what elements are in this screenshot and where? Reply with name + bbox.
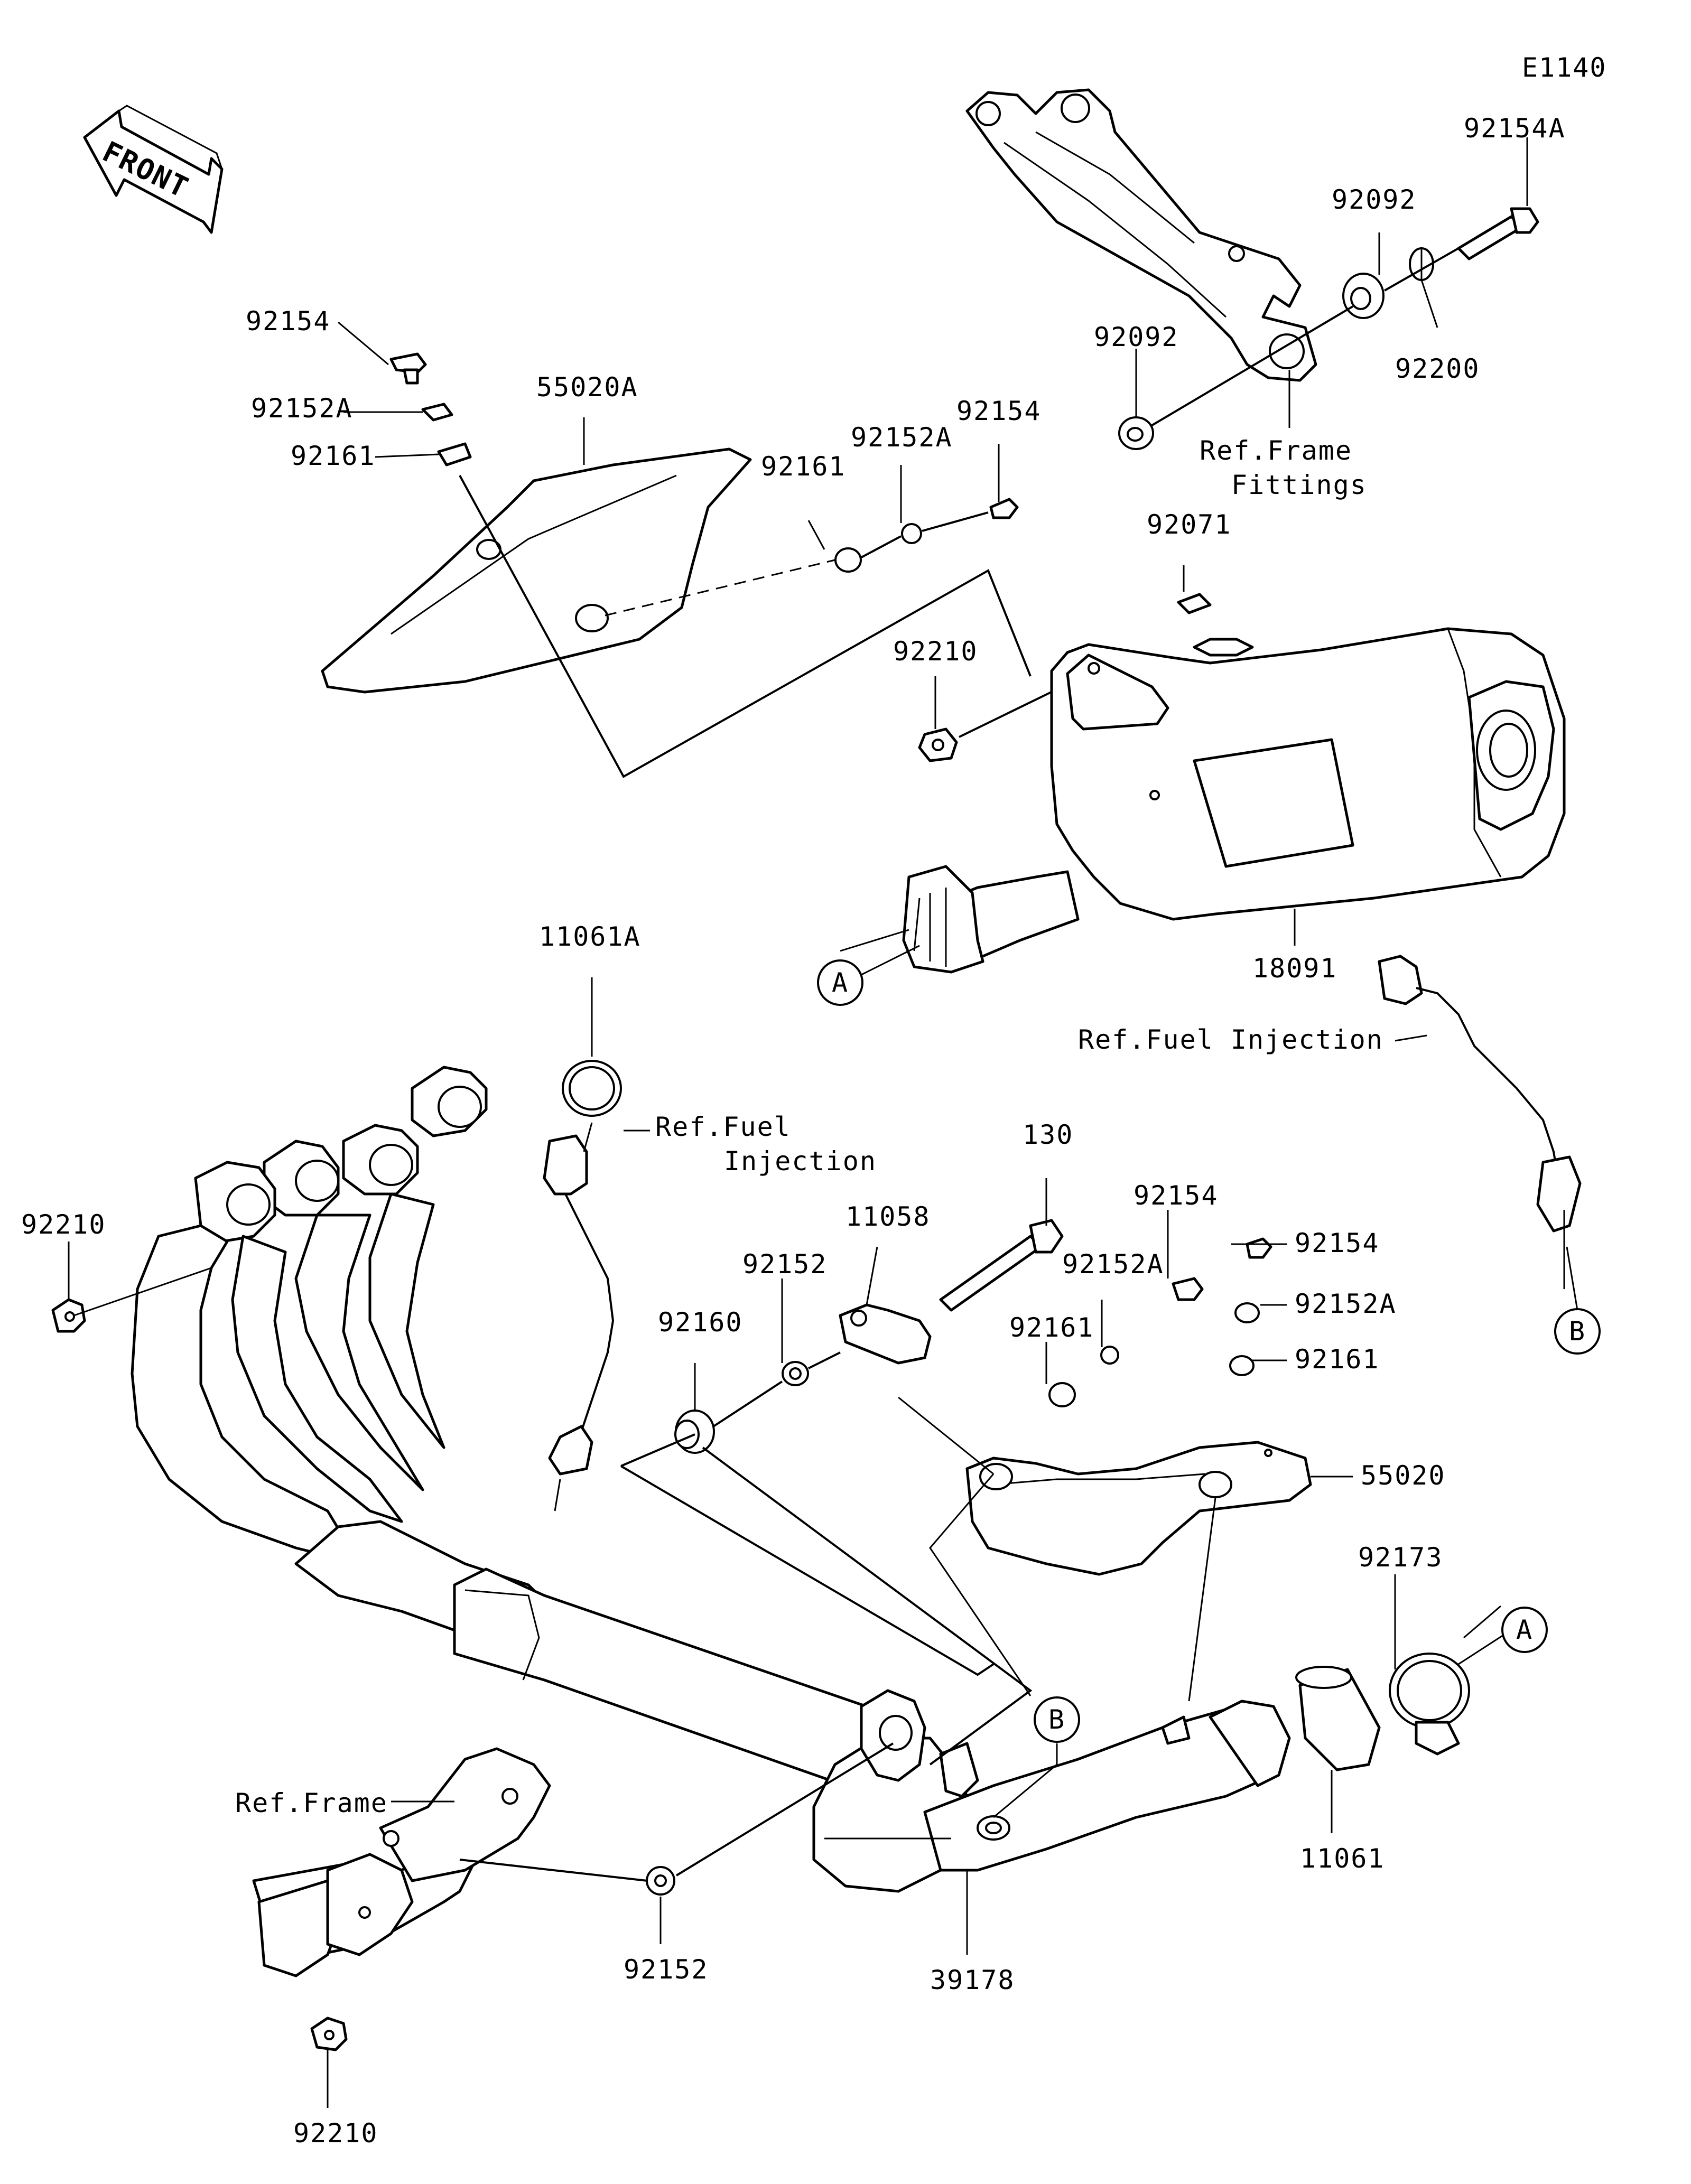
- diagram-code: E1140: [1522, 52, 1607, 83]
- callout-55020: 55020: [1361, 1460, 1446, 1491]
- heat-cover-55020: [965, 1441, 1312, 1576]
- washer-92152A-mid: [901, 523, 922, 544]
- connector-b-right: B: [1554, 1308, 1601, 1355]
- callout-39178: 39178: [930, 1965, 1015, 1995]
- bracket-11058: [839, 1303, 932, 1365]
- clamp-92173: [1389, 1653, 1470, 1756]
- callout-11061A: 11061A: [539, 921, 641, 952]
- callout-92152A-mid: 92152A: [851, 422, 953, 453]
- screw-92154-rr: [1246, 1237, 1272, 1259]
- callout-ref-fuel-injection-r: Ref.Fuel Injection: [1078, 1024, 1383, 1055]
- grommet-92161-tl: [437, 442, 472, 466]
- callout-92154-r: 92154: [1133, 1180, 1219, 1211]
- connector-a-top: A: [817, 959, 863, 1006]
- grommet-92160: [674, 1410, 715, 1454]
- muffler-18091: [1050, 627, 1566, 921]
- connector-a-bottom: A: [1501, 1607, 1548, 1653]
- header-hanger-bracket: [860, 1689, 979, 1798]
- washer-92152A-rr: [1234, 1302, 1260, 1323]
- screw-92154-tl: [389, 352, 427, 385]
- callout-92071: 92071: [1147, 509, 1232, 540]
- callout-130: 130: [1023, 1119, 1073, 1150]
- leader-lines: [68, 137, 1565, 2108]
- grommet-92092-mid: [1118, 416, 1154, 450]
- heat-cover-55020A: [321, 447, 752, 694]
- frame-bracket-top: [965, 88, 1317, 382]
- callout-92161-r: 92161: [1009, 1312, 1094, 1343]
- callout-92160: 92160: [658, 1307, 743, 1338]
- callout-ref-frame-fittings-2: Fittings: [1231, 470, 1367, 500]
- nut-92210-bot: [310, 2017, 348, 2051]
- callout-92173: 92173: [1358, 1542, 1443, 1573]
- nut-92210-mid: [918, 727, 958, 762]
- callout-ref-frame: Ref.Frame: [235, 1788, 388, 1818]
- callout-92210-mid: 92210: [893, 636, 978, 667]
- callout-92152A-rr: 92152A: [1295, 1289, 1397, 1319]
- callout-92154-tl: 92154: [246, 306, 331, 337]
- callout-92092-mid: 92092: [1094, 322, 1179, 352]
- exhaust-header-pipes: [131, 1066, 942, 1808]
- connector-b-mid: B: [1034, 1696, 1080, 1743]
- callout-11061: 11061: [1300, 1843, 1385, 1874]
- grommet-92161-r: [1048, 1382, 1076, 1407]
- washer-92152A-r: [1100, 1346, 1119, 1365]
- callout-92152A-tl: 92152A: [251, 393, 353, 424]
- bolt-130: [939, 1219, 1064, 1312]
- callout-92154A: 92154A: [1464, 113, 1566, 144]
- callout-92200: 92200: [1395, 353, 1480, 384]
- nut-92210-left: [51, 1298, 86, 1333]
- front-arrow-icon: FRONT: [83, 105, 224, 234]
- callout-ref-fuel-2: Injection: [724, 1146, 877, 1177]
- callout-92092-top: 92092: [1332, 184, 1417, 215]
- collar-92152-mid: [782, 1361, 809, 1386]
- callout-92154-rr: 92154: [1295, 1228, 1380, 1258]
- callout-ref-fuel-1: Ref.Fuel: [655, 1112, 791, 1142]
- bolt-92154A: [1457, 207, 1539, 260]
- grommet-92161-mid: [834, 547, 862, 573]
- sleeve-11061: [1295, 1666, 1381, 1771]
- callout-92161-mid: 92161: [761, 451, 846, 482]
- svg-text:A: A: [832, 967, 849, 998]
- svg-text:B: B: [1048, 1704, 1065, 1735]
- callout-92154-mid: 92154: [956, 396, 1042, 426]
- muffler-inlet-pipe: [902, 865, 1080, 974]
- callout-92152-mid: 92152: [742, 1249, 828, 1280]
- callout-labels: 92154A 92092 92200 92092 Ref.Frame Fitti…: [21, 113, 1566, 2149]
- callout-92152-bot: 92152: [624, 1954, 709, 1985]
- callout-92161-tl: 92161: [291, 441, 376, 471]
- clip-92071: [1177, 593, 1212, 614]
- ref-frame-lower: [252, 1747, 551, 1977]
- o2-sensor-right: [1378, 955, 1582, 1233]
- screw-92154-mid: [989, 498, 1019, 519]
- svg-text:A: A: [1516, 1614, 1533, 1645]
- grommet-92092-top: [1342, 273, 1385, 319]
- callout-92161-rr: 92161: [1295, 1344, 1380, 1375]
- callout-ref-frame-fittings-1: Ref.Frame: [1200, 435, 1352, 466]
- callout-92210-left: 92210: [21, 1209, 106, 1240]
- screw-92154-r: [1172, 1277, 1204, 1301]
- callout-92210-bot: 92210: [293, 2118, 378, 2149]
- callout-11058: 11058: [846, 1201, 931, 1232]
- callout-55020A: 55020A: [536, 372, 638, 403]
- svg-text:B: B: [1569, 1316, 1586, 1347]
- o2-sensor-left: [543, 1134, 615, 1511]
- washer-92152A-tl: [421, 403, 453, 422]
- callout-92152A-r: 92152A: [1062, 1249, 1164, 1280]
- collar-92152-bot: [646, 1866, 675, 1896]
- callout-18091: 18091: [1252, 953, 1337, 984]
- grommet-92161-rr: [1229, 1355, 1255, 1376]
